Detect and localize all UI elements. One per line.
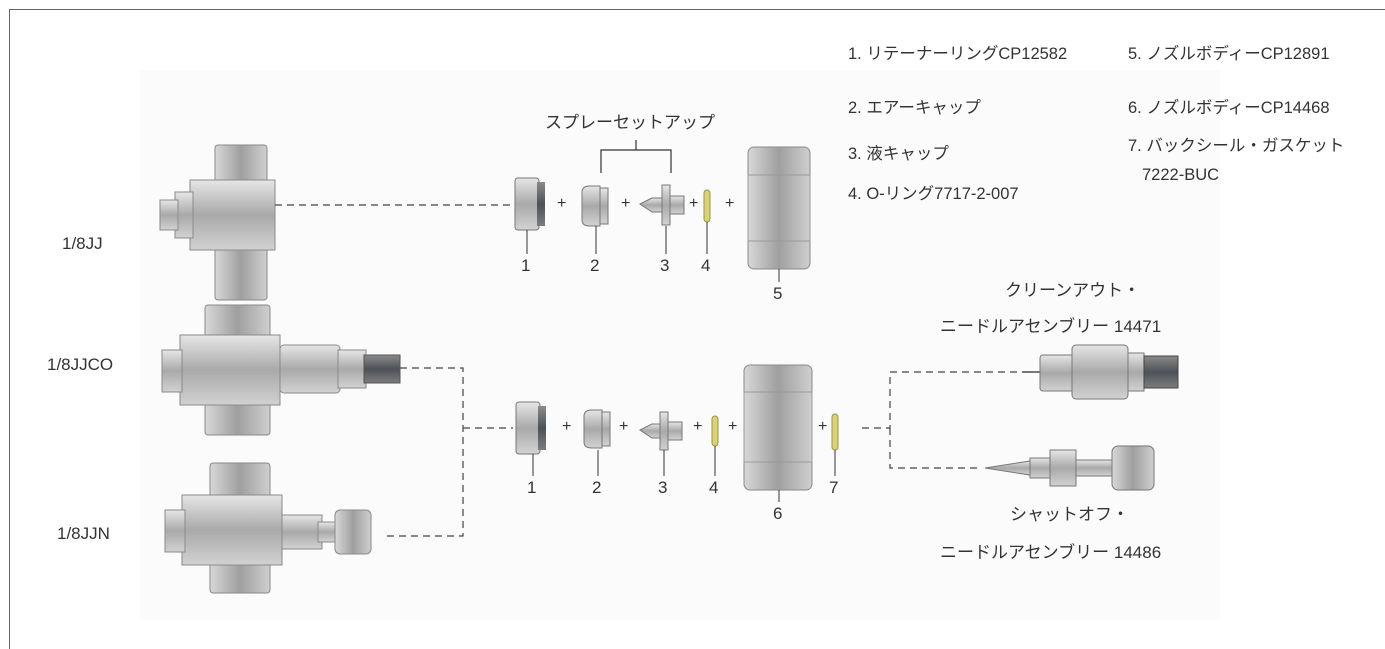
connector-lines [275,204,1025,537]
plus-sign: + [689,195,699,212]
legend-item-7-code: 7222-BUC [1142,166,1220,184]
legend-item-1: 1. リテーナーリングCP12582 [848,45,1068,63]
part-number-row2: 3 [658,478,668,497]
legend-item-7: 7. バックシール・ガスケット [1128,137,1345,155]
part-number-row2: 2 [592,478,602,497]
nozzle-body-1-8jjn [164,462,372,594]
part-number-row1: 4 [701,256,711,275]
legend-item-6: 6. ノズルボディーCP14468 [1128,99,1330,117]
part-leaders-row1 [526,222,780,282]
model-label-1-8jj: 1/8JJ [62,234,103,253]
cleanout-needle-assembly [1022,344,1179,400]
part-leaders-row2 [532,446,836,502]
shutoff-assembly-label-line2: ニードルアセンブリー 14486 [940,543,1162,562]
liquid-cap-row2 [639,411,683,451]
part-number-row1: 3 [660,256,670,275]
diagram-frame [9,9,1385,649]
nozzle-body-part6 [743,364,813,491]
cleanout-assembly-label-line1: クリーンアウト・ [1005,281,1141,300]
part-number-row2: 4 [709,478,719,497]
o-ring-row1 [703,189,711,223]
plus-sign: + [728,418,738,435]
retainer-ring-row1 [514,177,545,231]
retainer-ring-row2 [515,401,546,455]
air-cap-row2 [583,409,611,449]
plus-sign: + [693,418,703,435]
liquid-cap-row1 [639,184,685,226]
part-number-row2: 6 [773,504,783,523]
nozzle-body-part5 [747,146,811,270]
part-number-row2: 1 [527,478,537,497]
legend-item-2: 2. エアーキャップ [848,99,981,117]
nozzle-body-1-8jjco [161,304,401,436]
legend-item-4: 4. O-リング7717-2-007 [848,185,1019,203]
nozzle-body-1-8jj [159,144,276,301]
legend-item-3: 3. 液キャップ [848,145,949,163]
plus-sign: + [619,418,629,435]
model-label-1-8jjco: 1/8JJCO [47,355,114,374]
shutoff-assembly-label-line1: シャットオフ・ [1010,505,1129,524]
part-number-row2: 7 [829,478,839,497]
legend-item-5: 5. ノズルボディーCP12891 [1128,45,1330,63]
part-number-row1: 5 [773,284,783,303]
back-seal-gasket [831,413,839,451]
plus-sign: + [562,418,572,435]
plus-sign: + [818,418,828,435]
plus-sign: + [725,195,735,212]
cleanout-assembly-label-line2: ニードルアセンブリー 14471 [940,317,1162,336]
spray-setup-label: スプレーセットアップ [545,113,715,132]
part-number-row1: 2 [590,256,600,275]
shutoff-needle-assembly [984,445,1155,491]
model-label-1-8jjn: 1/8JJN [57,524,110,543]
air-cap-row1 [581,185,609,227]
o-ring-row2 [711,415,719,447]
part-number-row1: 1 [521,256,531,275]
plus-sign: + [621,195,631,212]
plus-sign: + [557,195,567,212]
